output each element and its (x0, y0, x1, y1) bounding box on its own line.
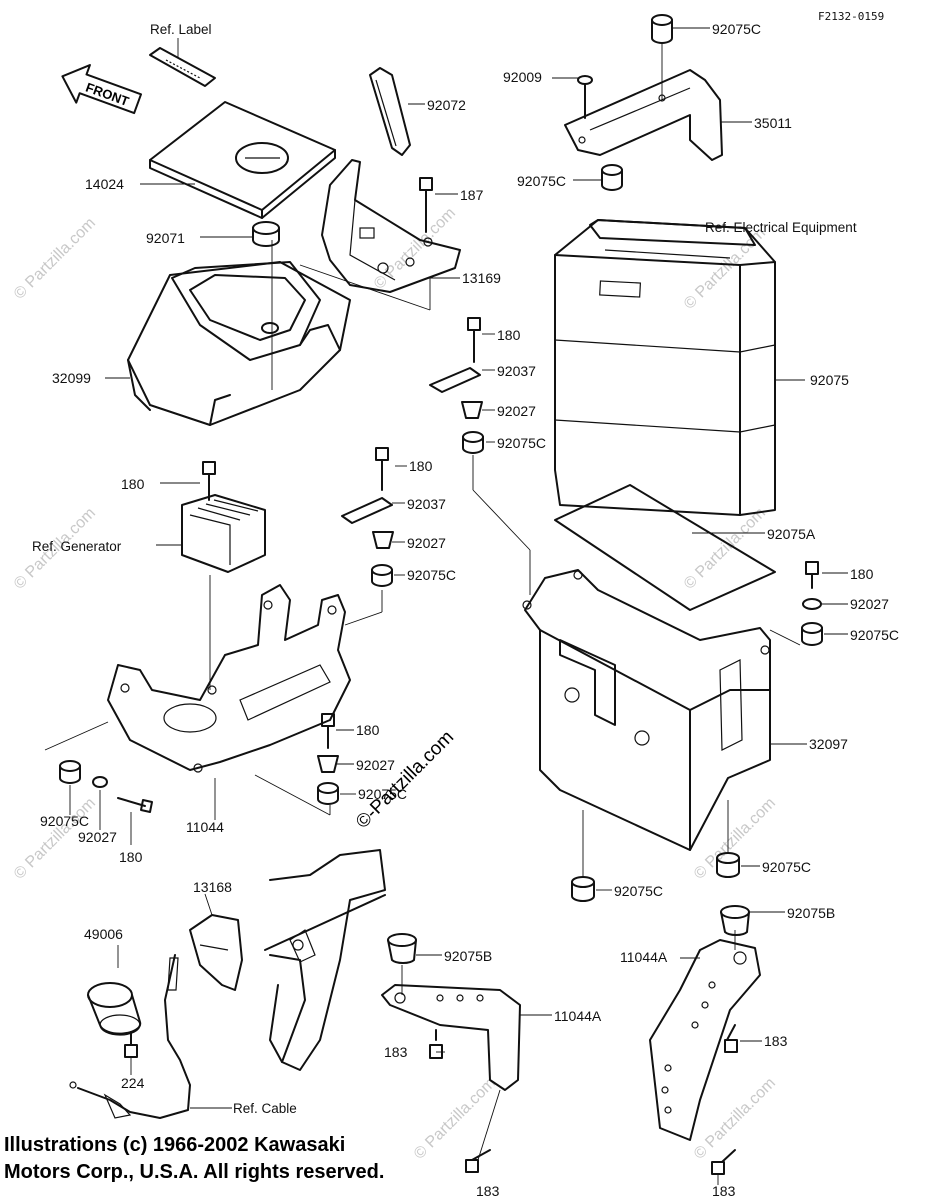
part-number-label: 92075C (614, 883, 663, 899)
ref-electrical-equipment-label: Ref. Electrical Equipment (705, 220, 857, 235)
battery-92075 (554, 219, 776, 516)
bracket-11044 (107, 584, 351, 773)
ref-generator-label: Ref. Generator (32, 539, 122, 554)
grommet-92075b-left (387, 933, 417, 965)
leader-lines (44, 27, 848, 1185)
part-number-label: 92027 (356, 757, 395, 773)
boot-49006 (87, 982, 142, 1036)
part-number-label: 92075 (810, 372, 849, 388)
bracket-11044a-left (381, 984, 521, 1091)
bolt-183-a (429, 1029, 443, 1059)
part-number-label: 32097 (809, 736, 848, 752)
part-number-label: 14024 (85, 176, 124, 192)
part-number-label: 180 (409, 458, 433, 474)
front-arrow-label: FRONT (84, 80, 131, 109)
grommet-92075c-bottom1 (571, 876, 595, 902)
part-number-label: 11044A (620, 949, 668, 965)
watermark-text: © Partzilla.com (411, 1075, 499, 1163)
part-number-label: 92072 (427, 97, 466, 113)
part-number-label: 13169 (462, 270, 501, 286)
part-number-label: 92037 (407, 496, 446, 512)
part-number-label: 92075C (40, 813, 89, 829)
part-number-label: 180 (356, 722, 380, 738)
part-number-label: 11044 (186, 819, 224, 835)
bolt-183-c (724, 1024, 738, 1053)
bracket-35011 (564, 69, 723, 161)
part-number-label: 92075C (712, 21, 761, 37)
hardware-stack-b (341, 447, 394, 587)
part-number-label: 92075C (407, 567, 456, 583)
part-number-label: 183 (764, 1033, 788, 1049)
frame-section (264, 849, 386, 1071)
part-number-label: 92071 (146, 230, 185, 246)
regulator-ref-generator (181, 494, 266, 573)
battery-cover-14024 (149, 101, 336, 219)
part-number-label: 49006 (84, 926, 123, 942)
cable-ref (69, 954, 191, 1119)
part-number-label: 187 (460, 187, 484, 203)
watermark-text: © Partzilla.com (11, 215, 99, 303)
bolt-183-b (465, 1149, 491, 1173)
cushion-92075c-top (651, 14, 673, 44)
ref-cable-label: Ref. Cable (233, 1101, 297, 1116)
part-number-label: 92075C (517, 173, 566, 189)
part-number-label: 92075B (444, 948, 492, 964)
hardware-stack-d (801, 561, 823, 646)
part-number-label: 92027 (407, 535, 446, 551)
part-number-label: 92075C (358, 786, 407, 802)
cushion-92075c-top2 (601, 164, 623, 191)
part-number-label: 92027 (850, 596, 889, 612)
figure-code: F2132-0159 (818, 10, 884, 23)
part-number-label: 92075B (787, 905, 835, 921)
part-number-label: 92075C (850, 627, 899, 643)
bracket-11044a-right (649, 939, 761, 1141)
part-number-label: 180 (497, 327, 521, 343)
part-number-label: 13168 (193, 879, 232, 895)
ref-label-text: Ref. Label (150, 22, 212, 37)
part-number-label: 92027 (497, 403, 536, 419)
part-number-label: 11044A (554, 1008, 602, 1024)
part-labels: 92075C 92009 35011 92075C 92072 14024 18… (40, 21, 899, 1199)
part-number-label: 224 (121, 1075, 145, 1091)
copyright-line-1: Illustrations (c) 1966-2002 Kawasaki (4, 1134, 346, 1156)
part-number-label: 32099 (52, 370, 91, 386)
hardware-stack-a (429, 317, 484, 454)
copyright-line-2: Motors Corp., U.S.A. All rights reserved… (4, 1161, 385, 1183)
holder-13168 (189, 914, 243, 991)
grommet-92075c-bottom2 (716, 852, 740, 878)
strap-92072 (369, 67, 411, 156)
bolt-180-generator (202, 461, 216, 501)
hardware-stack-c (317, 713, 339, 805)
part-number-label: 180 (119, 849, 143, 865)
front-arrow-icon: FRONT (61, 64, 143, 115)
part-number-label: 183 (476, 1183, 500, 1199)
part-number-label: 180 (850, 566, 874, 582)
part-number-label: 92009 (503, 69, 542, 85)
part-number-label: 92027 (78, 829, 117, 845)
part-number-label: 35011 (754, 115, 792, 131)
bolt-183-d (711, 1149, 736, 1175)
part-number-label: 92037 (497, 363, 536, 379)
bolt-187 (419, 177, 433, 233)
hardware-stack-e (59, 760, 153, 813)
part-number-label: 92075C (497, 435, 546, 451)
watermark-text: © Partzilla.com (681, 225, 769, 313)
part-number-label: 183 (712, 1183, 736, 1199)
pad-92075a (554, 484, 776, 611)
screw-92009 (577, 75, 593, 119)
part-number-label: 180 (121, 476, 145, 492)
battery-case-32099 (127, 261, 351, 426)
part-number-label: 183 (384, 1044, 408, 1060)
battery-tray-32097 (522, 569, 771, 851)
part-number-label: 92075A (767, 526, 816, 542)
ref-label-sticker (149, 38, 216, 87)
grommet-92071 (252, 221, 280, 247)
part-number-label: 92075C (762, 859, 811, 875)
bolt-224 (124, 1031, 138, 1058)
copyright-notice: Illustrations (c) 1966-2002 Kawasaki Mot… (4, 1132, 384, 1186)
